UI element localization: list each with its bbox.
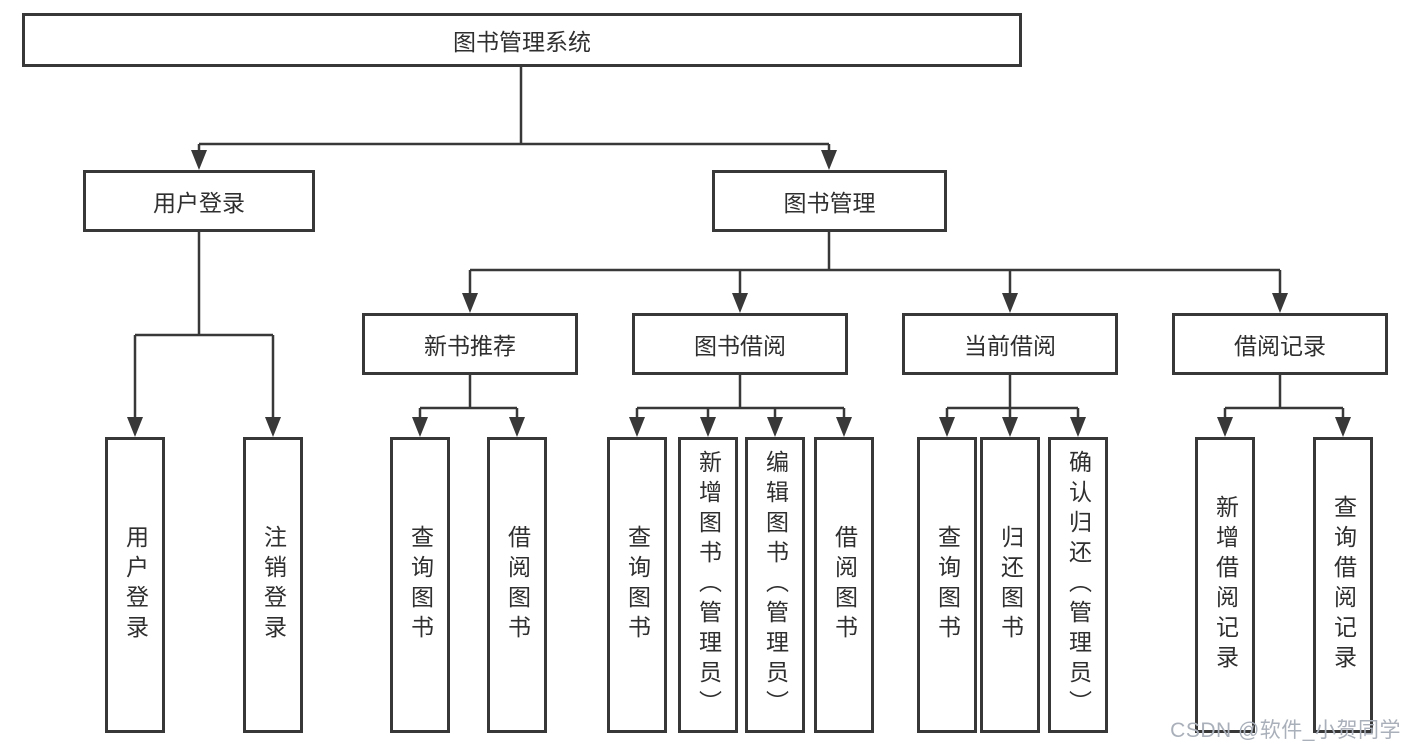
leaf-current-return-label: 归还图书 bbox=[997, 525, 1024, 645]
leaf-borrow-add-book-label: 新增图书（管理员） bbox=[695, 450, 722, 720]
node-book-management: 图书管理 bbox=[712, 170, 947, 232]
connector-book-management-split bbox=[468, 232, 1282, 295]
node-borrow-records-label: 借阅记录 bbox=[1234, 333, 1326, 359]
leaf-current-return: 归还图书 bbox=[980, 437, 1040, 733]
leaf-user-login: 用户登录 bbox=[105, 437, 165, 733]
leaf-newbook-borrow: 借阅图书 bbox=[487, 437, 547, 733]
leaf-records-query: 查询借阅记录 bbox=[1313, 437, 1373, 733]
arrow-down-icon bbox=[732, 293, 748, 313]
connector-new-book-split bbox=[418, 375, 519, 419]
leaf-borrow-query: 查询图书 bbox=[607, 437, 667, 733]
node-user-login: 用户登录 bbox=[83, 170, 315, 232]
node-book-borrow-label: 图书借阅 bbox=[694, 333, 786, 359]
node-current-borrow-label: 当前借阅 bbox=[964, 333, 1056, 359]
node-new-book-recommend-label: 新书推荐 bbox=[424, 333, 516, 359]
leaf-records-add-label: 新增借阅记录 bbox=[1212, 495, 1239, 675]
arrow-down-icon bbox=[1335, 417, 1351, 437]
leaf-current-confirm-return-label: 确认归还（管理员） bbox=[1065, 450, 1092, 720]
leaf-borrow-query-label: 查询图书 bbox=[624, 525, 651, 645]
leaf-newbook-query: 查询图书 bbox=[390, 437, 450, 733]
leaf-current-query-label: 查询图书 bbox=[934, 525, 961, 645]
connector-book-borrow-split bbox=[635, 375, 846, 419]
arrow-down-icon bbox=[509, 417, 525, 437]
leaf-borrow-add-book: 新增图书（管理员） bbox=[678, 437, 738, 733]
arrow-down-icon bbox=[836, 417, 852, 437]
leaf-current-query: 查询图书 bbox=[917, 437, 977, 733]
arrow-down-icon bbox=[265, 417, 281, 437]
arrow-down-icon bbox=[1070, 417, 1086, 437]
leaf-records-add: 新增借阅记录 bbox=[1195, 437, 1255, 733]
leaf-records-query-label: 查询借阅记录 bbox=[1330, 495, 1357, 675]
leaf-logout: 注销登录 bbox=[243, 437, 303, 733]
leaf-user-login-label: 用户登录 bbox=[122, 525, 149, 645]
arrowheads bbox=[127, 150, 1351, 437]
leaf-borrow-edit-book-label: 编辑图书（管理员） bbox=[762, 450, 789, 720]
leaf-borrow-book: 借阅图书 bbox=[814, 437, 874, 733]
arrow-down-icon bbox=[127, 417, 143, 437]
node-new-book-recommend: 新书推荐 bbox=[362, 313, 578, 375]
arrow-down-icon bbox=[1002, 293, 1018, 313]
arrow-down-icon bbox=[939, 417, 955, 437]
leaf-borrow-book-label: 借阅图书 bbox=[831, 525, 858, 645]
arrow-down-icon bbox=[629, 417, 645, 437]
connector-user-login-split bbox=[133, 232, 275, 419]
node-book-borrow: 图书借阅 bbox=[632, 313, 848, 375]
node-borrow-records: 借阅记录 bbox=[1172, 313, 1388, 375]
arrow-down-icon bbox=[767, 417, 783, 437]
connector-borrow-records-split bbox=[1223, 375, 1345, 419]
arrow-down-icon bbox=[1217, 417, 1233, 437]
arrow-down-icon bbox=[821, 150, 837, 170]
node-root-system-label: 图书管理系统 bbox=[453, 29, 591, 55]
connector-root-split bbox=[197, 67, 831, 152]
leaf-newbook-borrow-label: 借阅图书 bbox=[504, 525, 531, 645]
arrow-down-icon bbox=[462, 293, 478, 313]
node-current-borrow: 当前借阅 bbox=[902, 313, 1118, 375]
arrow-down-icon bbox=[700, 417, 716, 437]
leaf-borrow-edit-book: 编辑图书（管理员） bbox=[745, 437, 805, 733]
arrow-down-icon bbox=[1272, 293, 1288, 313]
csdn-watermark: CSDN @软件_小贺同学 bbox=[1170, 719, 1401, 742]
arrow-down-icon bbox=[191, 150, 207, 170]
node-book-management-label: 图书管理 bbox=[783, 190, 876, 216]
node-root-system: 图书管理系统 bbox=[22, 13, 1022, 67]
arrow-down-icon bbox=[412, 417, 428, 437]
leaf-current-confirm-return: 确认归还（管理员） bbox=[1048, 437, 1108, 733]
connector-current-borrow-split bbox=[945, 375, 1080, 419]
leaf-logout-label: 注销登录 bbox=[260, 525, 287, 645]
leaf-newbook-query-label: 查询图书 bbox=[407, 525, 434, 645]
arrow-down-icon bbox=[1002, 417, 1018, 437]
node-user-login-label: 用户登录 bbox=[153, 190, 245, 216]
